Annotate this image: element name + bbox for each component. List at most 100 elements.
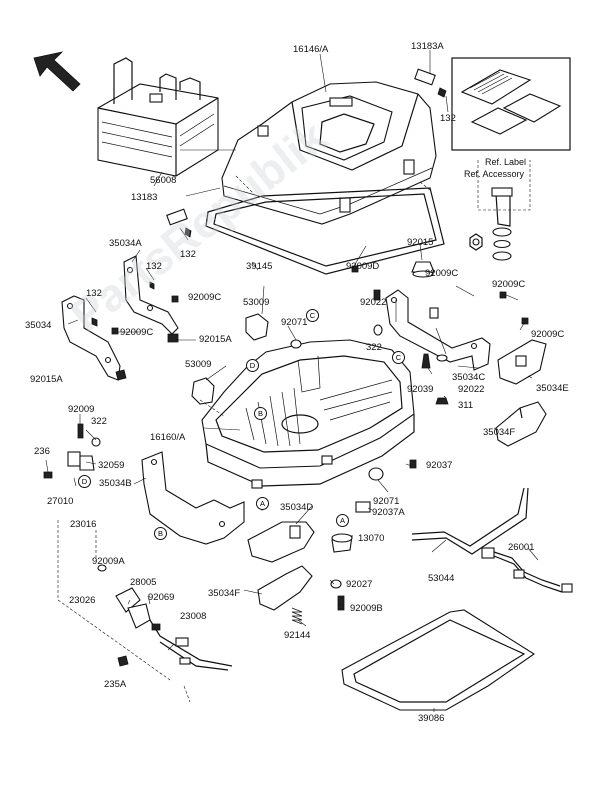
- dashed-connectors: [199, 175, 431, 512]
- label-92015A-left: 92015A: [30, 374, 63, 385]
- hinge-plate: [166, 208, 192, 238]
- label-92009D: 92009D: [346, 261, 380, 272]
- callout-d-left: D: [78, 475, 91, 488]
- callout-c-right: C: [392, 351, 405, 364]
- direction-arrow: [33, 51, 81, 92]
- lock-assembly: [43, 423, 101, 479]
- rubber-92015: [411, 261, 435, 278]
- label-92039: 92039: [407, 384, 434, 395]
- label-16160A: 16160/A: [150, 432, 186, 443]
- label-35034E: 35034E: [536, 383, 569, 394]
- accessory-case: [97, 57, 219, 177]
- label-13183A: 13183A: [411, 41, 444, 52]
- label-23016: 23016: [70, 519, 97, 530]
- label-92069: 92069: [148, 592, 175, 603]
- label-92071-top: 92071: [281, 317, 308, 328]
- label-92009B: 92009B: [350, 603, 383, 614]
- top-case-base: [201, 339, 415, 489]
- ref-accessory-text: Ref. Accessory: [464, 169, 525, 179]
- bracket-35034B: [141, 451, 245, 545]
- label-35034F-lower: 35034F: [208, 588, 241, 599]
- bracket-35034A: [123, 255, 179, 335]
- label-35034D: 35034D: [280, 502, 314, 513]
- label-236: 236: [34, 446, 50, 457]
- label-92009C-d: 92009C: [492, 279, 526, 290]
- bracket-35034: [61, 295, 127, 381]
- label-26001: 26001: [508, 542, 535, 553]
- callout-c-top: C: [306, 309, 319, 322]
- label-23008: 23008: [180, 611, 207, 622]
- label-92022-right: 92022: [458, 384, 485, 395]
- label-27010: 27010: [47, 496, 74, 507]
- label-92071-bottom: 92071: [373, 496, 400, 507]
- bracket-35034E: [497, 339, 547, 385]
- top-case-lid: [221, 81, 437, 225]
- label-53044: 53044: [428, 573, 455, 584]
- label-35034: 35034: [25, 320, 52, 331]
- label-132-top: 132: [440, 113, 456, 124]
- lid-seal: [205, 187, 445, 275]
- label-35034F-right: 35034F: [483, 427, 516, 438]
- label-92015A: 92015A: [199, 334, 232, 345]
- bracket-35034F-lower: [257, 565, 313, 611]
- label-92009A: 92009A: [92, 556, 125, 567]
- label-56008: 56008: [150, 175, 177, 186]
- lock-cylinder: [330, 533, 353, 611]
- label-16146A: 16146/A: [293, 44, 329, 55]
- label-311: 311: [458, 400, 474, 411]
- grommets: [355, 459, 417, 513]
- callout-a-case: A: [256, 497, 269, 510]
- bracket-35034D: [247, 521, 315, 563]
- small-fasteners: [290, 289, 449, 405]
- label-13183: 13183: [131, 192, 158, 203]
- label-28005: 28005: [130, 577, 157, 588]
- reference-label-box: [451, 57, 571, 211]
- label-322-center: 322: [366, 342, 382, 353]
- label-53009-top: 53009: [243, 297, 270, 308]
- label-92037: 92037: [426, 460, 453, 471]
- callout-a-lock: A: [336, 514, 349, 527]
- label-322-left: 322: [91, 416, 107, 427]
- spring-92144: [291, 607, 303, 625]
- label-92009: 92009: [68, 404, 95, 415]
- clip-53009: [191, 313, 269, 405]
- label-92009C-e: 92009C: [531, 329, 565, 340]
- label-92009C-c: 92009C: [425, 268, 459, 279]
- label-92009C-a: 92009C: [188, 292, 222, 303]
- hinge-plate-a: [414, 68, 447, 98]
- callout-d-case: D: [246, 359, 259, 372]
- bracket-35034C: [385, 289, 491, 371]
- label-13070: 13070: [358, 533, 385, 544]
- label-92015: 92015: [407, 237, 434, 248]
- label-39086: 39086: [418, 713, 445, 724]
- callout-b-bracket: B: [154, 527, 167, 540]
- label-132-left: 132: [86, 288, 102, 299]
- label-92027: 92027: [346, 579, 373, 590]
- label-92037A: 92037A: [372, 507, 405, 518]
- leader-lines: [45, 50, 539, 712]
- lock-cable-assembly: [57, 520, 233, 703]
- floor-mat: [341, 609, 535, 711]
- strap-53044: [411, 487, 529, 555]
- label-35034A: 35034A: [109, 238, 142, 249]
- label-32059: 32059: [98, 460, 125, 471]
- wire-harness: [481, 547, 573, 593]
- label-92022-top: 92022: [360, 297, 387, 308]
- label-53009-mid: 53009: [185, 359, 212, 370]
- accessory-bolt-set: [469, 187, 513, 261]
- label-35034B: 35034B: [99, 478, 132, 489]
- callout-b-case: B: [254, 407, 267, 420]
- label-132-bracket: 132: [146, 261, 162, 272]
- label-39145: 39145: [246, 261, 273, 272]
- ref-label-text: Ref. Label: [485, 157, 527, 167]
- bracket-35034F-right: [495, 401, 547, 447]
- label-35034C: 35034C: [452, 372, 486, 383]
- label-132-hinge: 132: [180, 249, 196, 260]
- small-bolts: [111, 265, 529, 343]
- label-23026: 23026: [69, 595, 96, 606]
- label-92009C-b: 92009C: [120, 327, 154, 338]
- label-92144: 92144: [284, 630, 311, 641]
- label-235A: 235A: [104, 679, 127, 690]
